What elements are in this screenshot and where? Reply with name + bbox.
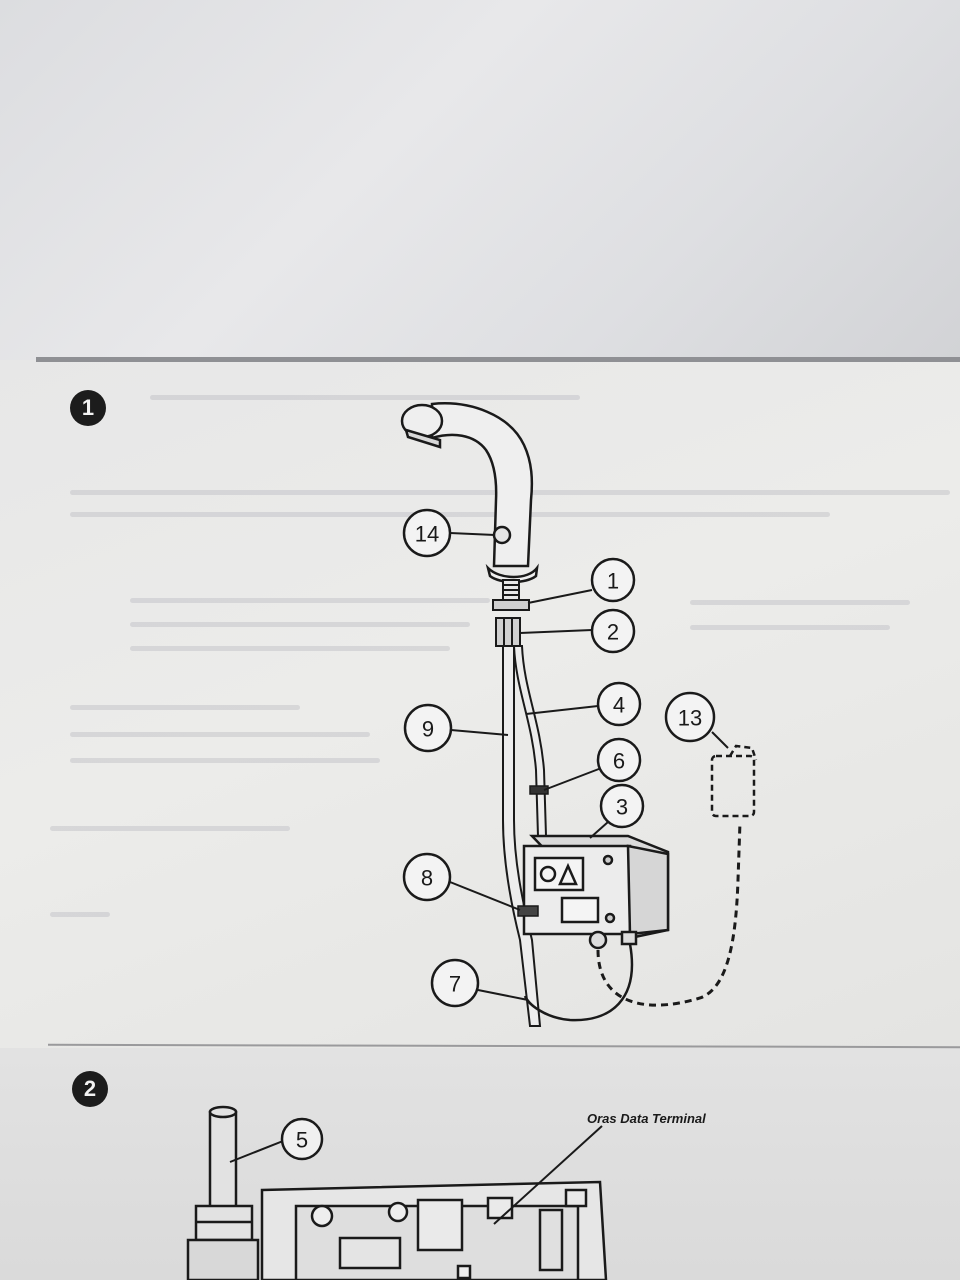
callout-13-label: 13 — [678, 706, 702, 731]
callout-3-label: 3 — [616, 795, 628, 820]
callout-14-label: 14 — [415, 522, 439, 547]
show-through-text — [50, 826, 290, 831]
show-through-text — [130, 598, 490, 603]
callout-leaders — [449, 532, 729, 1001]
show-through-text — [50, 912, 110, 917]
callout-7-circle — [430, 958, 480, 1008]
callout-1-label: 1 — [607, 569, 619, 594]
paper-top-area — [0, 0, 960, 360]
data-cable-dashed — [596, 821, 742, 1007]
cable-7 — [523, 943, 634, 1022]
callout-8-label: 8 — [421, 866, 433, 891]
callout-8-circle — [402, 852, 452, 902]
callout-9-label: 9 — [422, 717, 434, 742]
clip-6 — [529, 785, 549, 795]
show-through-text — [70, 758, 380, 763]
show-through-text — [690, 625, 890, 630]
show-through-text — [690, 600, 910, 605]
oras-data-terminal-label: Oras Data Terminal — [587, 1111, 706, 1126]
step2-control-unit — [260, 1180, 608, 1280]
callout-5-circle — [280, 1117, 324, 1161]
callout-9-circle — [403, 703, 453, 753]
control-box — [522, 834, 670, 950]
callout-4-label: 4 — [613, 693, 625, 718]
step-2-badge: 2 — [72, 1071, 108, 1107]
power-supply-13 — [710, 744, 758, 818]
show-through-text — [70, 512, 830, 517]
paper-step1-area — [0, 360, 960, 1050]
callout-6-label: 6 — [613, 749, 625, 774]
section-divider-top — [36, 357, 960, 362]
callout-1-circle — [590, 557, 636, 603]
show-through-text — [130, 622, 470, 627]
clip-8 — [517, 905, 539, 917]
callout-3-circle — [599, 783, 645, 829]
callout-14-circle — [402, 508, 452, 558]
hose-4 — [512, 645, 548, 837]
show-through-text — [150, 395, 580, 400]
hose-9 — [502, 645, 542, 1027]
callout-7-label: 7 — [449, 972, 461, 997]
callout-2-label: 2 — [607, 620, 619, 645]
faucet-spout — [400, 402, 539, 584]
step-1-badge: 1 — [70, 390, 106, 426]
step2-valve-pipe — [186, 1105, 260, 1280]
show-through-text — [70, 732, 370, 737]
show-through-text — [70, 705, 300, 710]
step2-leaders — [229, 1125, 603, 1225]
callout-2-circle — [590, 608, 636, 654]
mounting-stud — [492, 579, 530, 647]
callout-6-circle — [596, 737, 642, 783]
show-through-text — [130, 646, 450, 651]
callout-13-circle — [664, 691, 716, 743]
callout-5-label: 5 — [296, 1128, 308, 1153]
callout-4-circle — [596, 681, 642, 727]
